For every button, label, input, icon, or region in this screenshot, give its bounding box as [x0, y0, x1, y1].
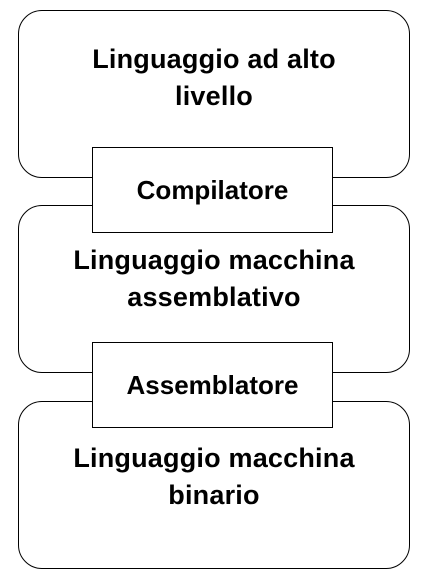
level-label-line2: binario [168, 480, 260, 510]
level-label-assembly: Linguaggio macchina assemblativo [73, 242, 354, 316]
step-label-compiler: Compilatore [136, 174, 289, 205]
step-box-compiler: Compilatore [92, 147, 333, 233]
level-label-line2: assemblativo [127, 282, 301, 312]
level-label-line1: Linguaggio ad alto [92, 44, 336, 74]
level-label-high-level: Linguaggio ad alto livello [92, 41, 336, 115]
level-label-binary: Linguaggio macchina binario [73, 440, 354, 514]
level-label-line2: livello [175, 81, 253, 111]
level-label-line1: Linguaggio macchina [73, 245, 355, 275]
level-box-binary: Linguaggio macchina binario [18, 401, 410, 569]
level-label-line1: Linguaggio macchina [73, 443, 355, 473]
step-box-assembler: Assemblatore [92, 342, 333, 428]
step-label-assembler: Assemblatore [126, 369, 299, 400]
